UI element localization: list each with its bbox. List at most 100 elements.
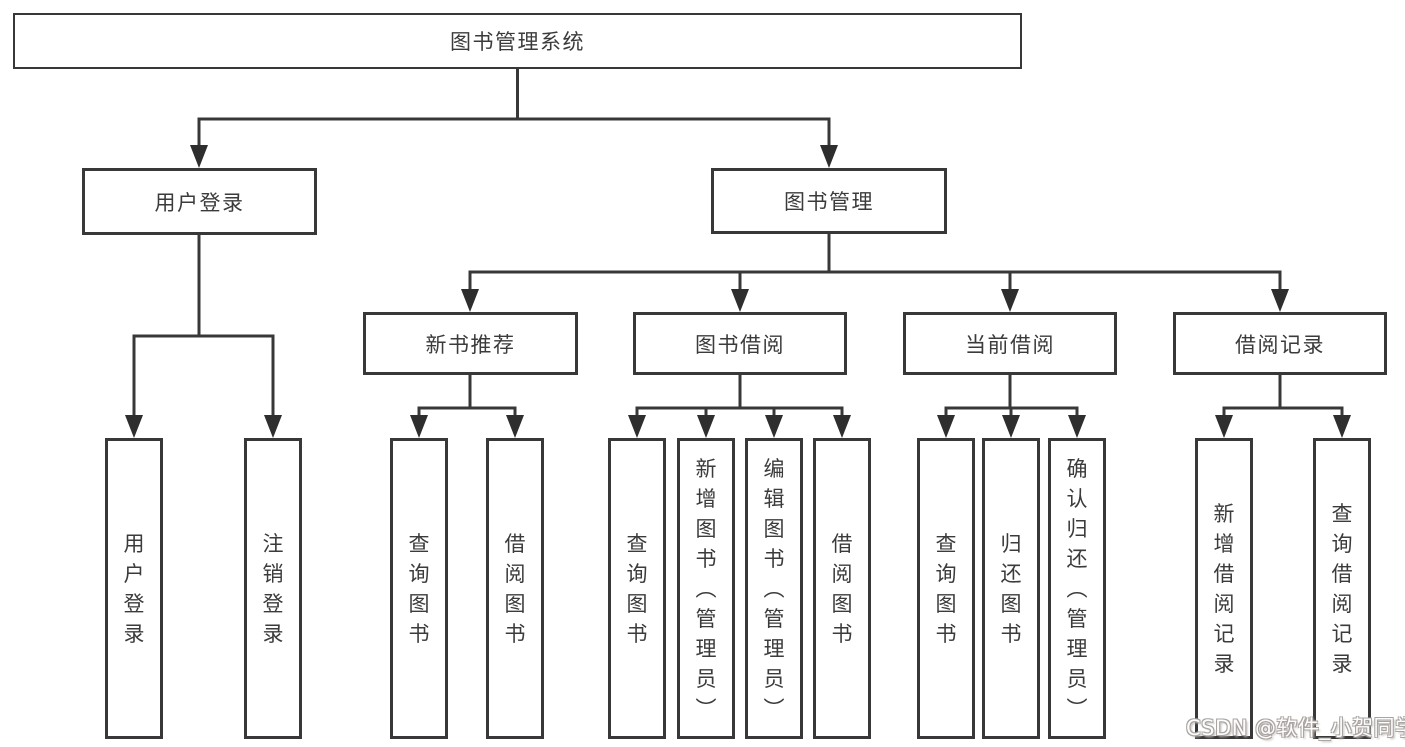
vertical-char: 书: [626, 621, 648, 646]
vertical-char: 管: [695, 606, 717, 631]
node-leaf-return-books: 归还图书: [982, 438, 1040, 739]
vertical-char: 询: [408, 561, 430, 586]
edge-current-to-leaves: [937, 375, 1086, 438]
node-borrow-records: 借阅记录: [1173, 312, 1387, 375]
vertical-char: 查: [408, 531, 430, 556]
vertical-char: 图: [1000, 591, 1022, 616]
vertical-char: 员: [1066, 666, 1088, 691]
node-leaf-query-borrow-record: 查询借阅记录: [1313, 438, 1371, 739]
vertical-char: 归: [1066, 516, 1088, 541]
vertical-char: 录: [1213, 651, 1235, 676]
vertical-char: 理: [695, 636, 717, 661]
vertical-char: 借: [1331, 561, 1353, 586]
node-new-book-recommend: 新书推荐: [363, 312, 578, 375]
vertical-char: 辑: [763, 486, 785, 511]
node-leaf-borrow-books: 借阅图书: [813, 438, 871, 739]
vertical-char: 阅: [504, 561, 526, 586]
arrowhead: [1333, 415, 1351, 438]
node-leaf-logout: 注销登录: [244, 438, 302, 739]
vertical-char: 录: [123, 621, 145, 646]
arrowhead: [125, 415, 143, 438]
node-leaf-query-books-current: 查询图书: [917, 438, 975, 739]
vertical-char: 登: [262, 591, 284, 616]
vertical-char: 认: [1066, 486, 1088, 511]
vertical-char: 管: [1066, 606, 1088, 631]
arrowhead: [1271, 289, 1289, 312]
vertical-char: 借: [831, 531, 853, 556]
vertical-char: ︵: [1066, 576, 1088, 601]
node-leaf-user-login: 用户登录: [105, 438, 163, 739]
vertical-char: 图: [504, 591, 526, 616]
arrowhead: [461, 289, 479, 312]
vertical-char: 录: [262, 621, 284, 646]
vertical-char: 阅: [1331, 591, 1353, 616]
vertical-char: 销: [262, 561, 284, 586]
arrowhead: [190, 145, 208, 168]
vertical-char: 员: [695, 666, 717, 691]
vertical-char: 书: [504, 621, 526, 646]
vertical-char: 阅: [831, 561, 853, 586]
csdn-watermark: CSDN @软件_小贺同学: [1186, 716, 1405, 740]
node-leaf-query-books-borrow: 查询图书: [608, 438, 666, 739]
vertical-char: 管: [763, 606, 785, 631]
arrowhead: [1001, 289, 1019, 312]
vertical-char: 书: [935, 621, 957, 646]
vertical-char: 确: [1066, 456, 1088, 481]
node-leaf-borrow-books-recommend: 借阅图书: [486, 438, 544, 739]
vertical-char: 编: [763, 456, 785, 481]
arrowhead: [506, 415, 524, 438]
vertical-char: 书: [831, 621, 853, 646]
vertical-char: 书: [408, 621, 430, 646]
node-leaf-add-book-admin: 新增图书︵管理员︶: [677, 438, 735, 739]
vertical-char: 新: [695, 456, 717, 481]
vertical-char: 图: [763, 516, 785, 541]
vertical-char: 理: [1066, 636, 1088, 661]
edge-user-login-to-leaves: [125, 235, 282, 438]
vertical-char: ︶: [1066, 696, 1088, 721]
vertical-char: 书: [695, 546, 717, 571]
vertical-char: ︶: [763, 696, 785, 721]
vertical-char: ︵: [695, 576, 717, 601]
vertical-char: 增: [695, 486, 717, 511]
node-leaf-edit-book-admin: 编辑图书︵管理员︶: [745, 438, 803, 739]
node-leaf-query-books-recommend: 查询图书: [390, 438, 448, 739]
edge-recommend-to-leaves: [410, 375, 524, 438]
vertical-char: 户: [123, 561, 145, 586]
vertical-char: 员: [763, 666, 785, 691]
vertical-char: 查: [935, 531, 957, 556]
vertical-char: 图: [831, 591, 853, 616]
vertical-char: ︶: [695, 696, 717, 721]
vertical-char: 登: [123, 591, 145, 616]
node-book-management: 图书管理: [711, 168, 947, 234]
arrowhead: [1215, 415, 1233, 438]
vertical-char: 询: [1331, 531, 1353, 556]
node-book-borrow: 图书借阅: [633, 312, 847, 375]
vertical-char: 用: [123, 531, 145, 556]
vertical-char: 图: [935, 591, 957, 616]
arrowhead: [833, 415, 851, 438]
arrowhead: [731, 289, 749, 312]
vertical-char: 增: [1213, 531, 1235, 556]
arrowhead: [820, 145, 838, 168]
vertical-char: 书: [763, 546, 785, 571]
arrowhead: [765, 415, 783, 438]
arrowhead: [937, 415, 955, 438]
vertical-char: 新: [1213, 501, 1235, 526]
vertical-char: 阅: [1213, 591, 1235, 616]
edge-book-management-to-level3: [461, 234, 1289, 312]
vertical-char: 理: [763, 636, 785, 661]
arrowhead: [264, 415, 282, 438]
vertical-char: 图: [408, 591, 430, 616]
arrowhead: [1002, 415, 1020, 438]
edge-root-to-level2: [190, 69, 838, 168]
vertical-char: 归: [1000, 531, 1022, 556]
vertical-char: 书: [1000, 621, 1022, 646]
vertical-char: 询: [935, 561, 957, 586]
node-leaf-add-borrow-record: 新增借阅记录: [1195, 438, 1253, 739]
vertical-char: 询: [626, 561, 648, 586]
vertical-char: 查: [626, 531, 648, 556]
vertical-char: 记: [1331, 621, 1353, 646]
node-user-login: 用户登录: [82, 168, 317, 235]
